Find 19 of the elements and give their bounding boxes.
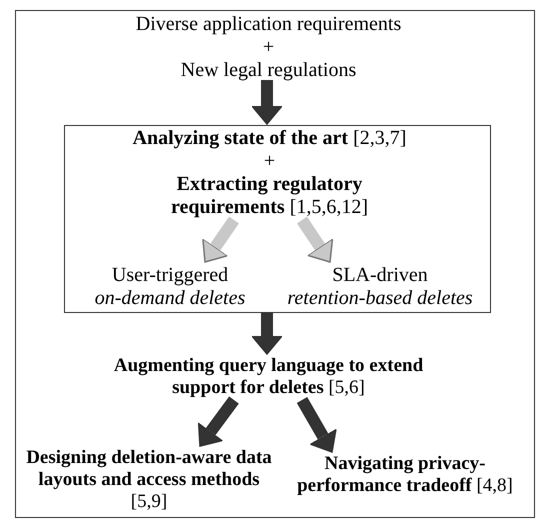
label-text: New legal regulations	[180, 59, 356, 82]
label-text: User-triggered	[112, 264, 228, 287]
label-text: SLA-driven	[332, 264, 428, 287]
label-text: Analyzing state of the art [2,3,7]	[132, 127, 406, 150]
block-arrow	[198, 396, 239, 447]
block-arrow	[202, 216, 239, 263]
block-arrow	[251, 80, 283, 125]
frame-box	[15, 10, 535, 518]
plus-sign: +	[264, 150, 276, 173]
label-text: on-demand deletes	[94, 287, 246, 310]
label-text: Extracting regulatory requirements [1,5,6,12]	[170, 173, 370, 219]
step-text: Augmenting query language to extend support for deletes [5,6]	[101, 355, 436, 401]
label-text: retention-based deletes	[287, 287, 473, 310]
frame-box	[64, 125, 491, 313]
block-arrow	[296, 397, 337, 453]
label-text: Diverse application requirements	[136, 13, 402, 36]
block-arrow	[251, 312, 283, 355]
block-arrow	[297, 216, 334, 263]
plus-sign: +	[262, 36, 274, 59]
